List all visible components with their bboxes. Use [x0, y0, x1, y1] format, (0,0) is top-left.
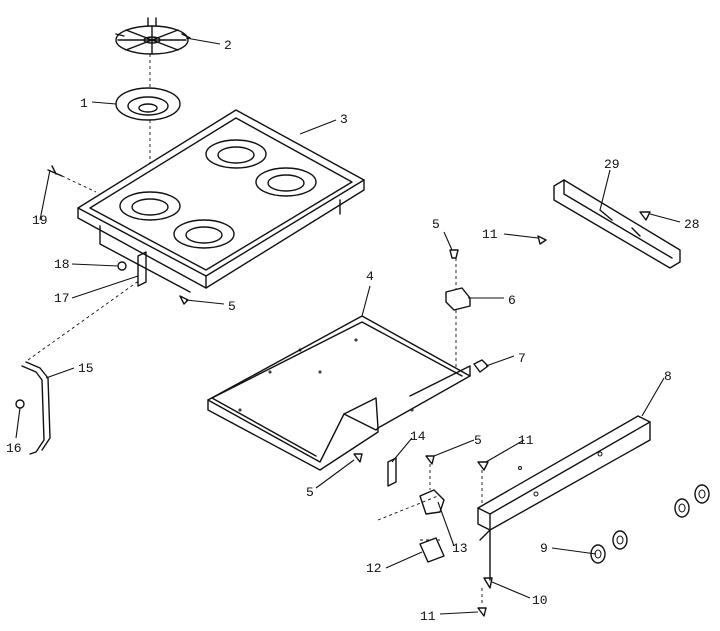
- callout-5: 5: [432, 217, 440, 232]
- part-18-fitting: [117, 261, 127, 271]
- callout-15: 15: [78, 361, 94, 376]
- callout-18: 18: [54, 257, 70, 272]
- callout-8: 8: [664, 369, 672, 384]
- callout-17: 17: [54, 291, 70, 306]
- part-11-screw-c: [477, 607, 487, 617]
- part-14-bracket: [387, 457, 397, 487]
- callout-9: 9: [540, 541, 548, 556]
- callout-11: 11: [482, 227, 498, 242]
- callout-10: 10: [532, 593, 548, 608]
- part-10-screw: [483, 577, 493, 589]
- part-5-screw-c: [353, 453, 363, 463]
- callout-2: 2: [224, 38, 232, 53]
- part-7-clip: [473, 359, 489, 373]
- part-9-knob: [674, 498, 690, 518]
- callout-19: 19: [32, 213, 48, 228]
- part-29-rear-panel: [553, 179, 681, 269]
- callout-5: 5: [228, 299, 236, 314]
- part-13-clip: [419, 489, 445, 515]
- callout-28: 28: [684, 217, 700, 232]
- part-11-screw-a: [537, 235, 547, 245]
- callout-1: 1: [80, 96, 88, 111]
- callout-7: 7: [518, 351, 526, 366]
- alignment-line: [27, 279, 141, 361]
- part-28-screw: [639, 211, 651, 221]
- part-11-screw-b: [477, 461, 489, 471]
- callout-4: 4: [366, 269, 374, 284]
- callout-3: 3: [340, 112, 348, 127]
- part-5-screw-b: [449, 249, 459, 259]
- part-2-burner-grate: [115, 17, 191, 55]
- part-4-burner-box: [207, 315, 471, 471]
- leader-lines: [15, 37, 681, 615]
- callout-16: 16: [6, 441, 22, 456]
- part-5-screw-a: [179, 295, 189, 305]
- part-17-bracket: [137, 251, 147, 287]
- part-9-knob: [590, 544, 606, 564]
- part-16-clip: [15, 399, 25, 409]
- callout-12: 12: [366, 561, 382, 576]
- part-8-manifold-panel: [477, 415, 651, 581]
- callout-11: 11: [518, 433, 534, 448]
- part-3-cooktop: [77, 109, 365, 293]
- part-6-bracket: [445, 287, 471, 311]
- callout-14: 14: [410, 429, 426, 444]
- callout-6: 6: [508, 293, 516, 308]
- part-12-panel: [419, 537, 445, 563]
- part-1-burner-bowl: [115, 87, 181, 121]
- callout-29: 29: [604, 157, 620, 172]
- part-5-screw-d: [425, 455, 435, 465]
- callout-13: 13: [452, 541, 468, 556]
- alignment-line: [61, 175, 97, 193]
- part-15-rod: [21, 361, 51, 455]
- callout-11: 11: [420, 609, 436, 624]
- part-9-knob: [694, 484, 710, 504]
- callout-5: 5: [474, 433, 482, 448]
- callout-5: 5: [306, 485, 314, 500]
- alignment-line: [377, 464, 440, 541]
- part-9-knob: [612, 530, 628, 550]
